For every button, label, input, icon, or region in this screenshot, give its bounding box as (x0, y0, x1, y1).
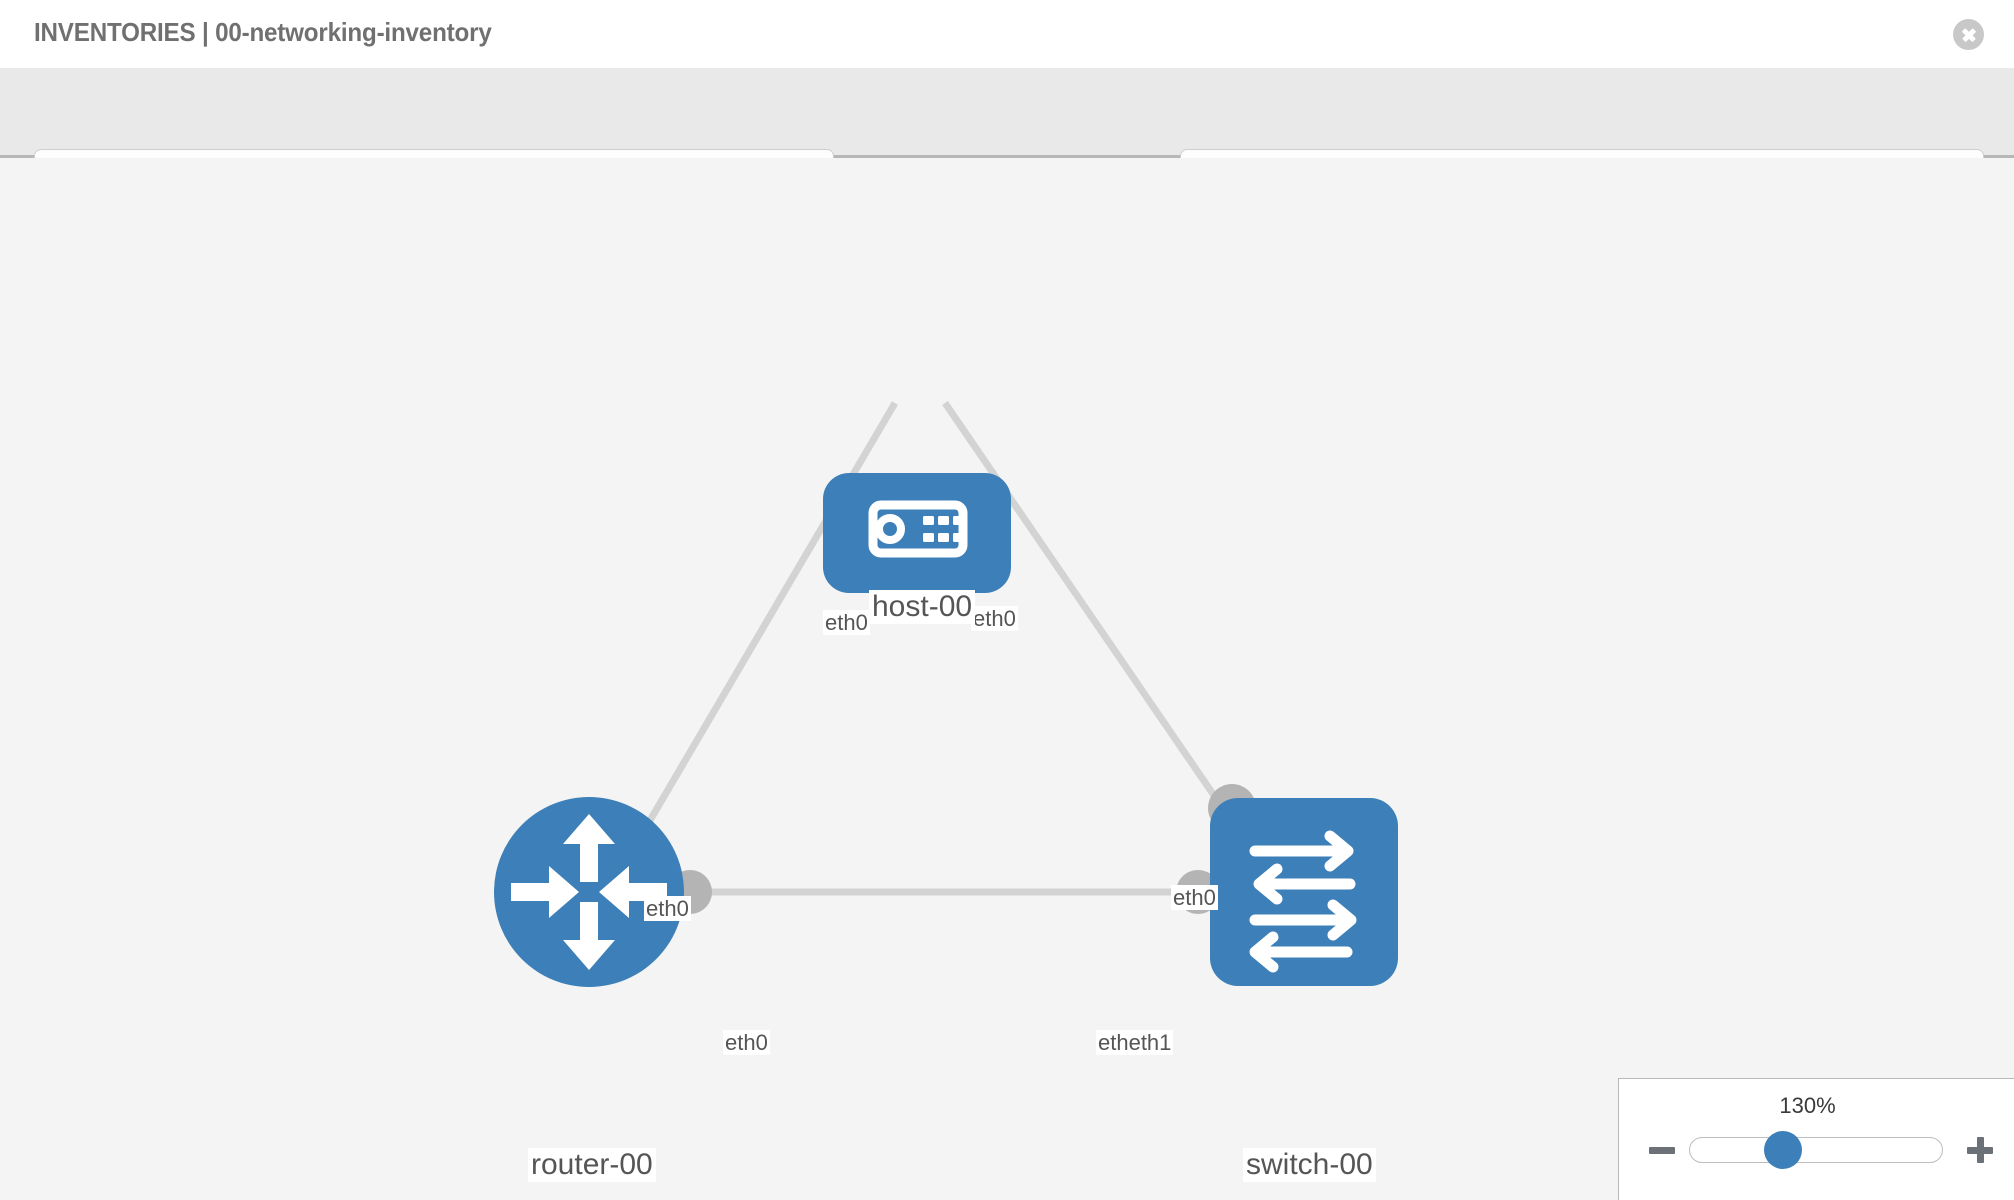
edge-label: eth0 (723, 1030, 770, 1056)
host-icon (868, 500, 968, 558)
node-label-host: host-00 (869, 590, 976, 624)
node-host-00[interactable] (823, 473, 1011, 593)
page-title: INVENTORIES | 00-networking-inventory (34, 17, 492, 47)
node-label-router: router-00 (528, 1148, 656, 1182)
topology-canvas[interactable]: eth0 eth0 eth0 eth0 eth0 etheth1 host-00… (0, 158, 2014, 1200)
toolbar: ACTIONS SEARCH (0, 68, 2014, 201)
page-header: INVENTORIES | 00-networking-inventory (0, 0, 2014, 68)
edge-label: eth0 (644, 896, 691, 922)
edge-label: eth0 (823, 610, 870, 636)
zoom-control-panel: 130% (1618, 1078, 2014, 1200)
close-icon[interactable] (1953, 19, 1984, 50)
node-switch-00[interactable] (1210, 798, 1398, 986)
edge-label: etheth1 (1096, 1030, 1174, 1056)
zoom-level-label: 130% (1779, 1093, 1836, 1118)
edge-label: eth0 (971, 606, 1018, 632)
node-label-switch: switch-00 (1243, 1148, 1376, 1182)
zoom-slider-track[interactable] (1689, 1137, 1943, 1163)
node-router-00[interactable] (494, 797, 684, 987)
zoom-out-button[interactable] (1647, 1135, 1677, 1165)
zoom-in-button[interactable] (1965, 1135, 1995, 1165)
topology-graph (494, 401, 1398, 987)
zoom-slider-thumb[interactable] (1764, 1131, 1802, 1169)
edge-label: eth0 (1171, 885, 1218, 911)
switch-icon (1249, 830, 1357, 973)
